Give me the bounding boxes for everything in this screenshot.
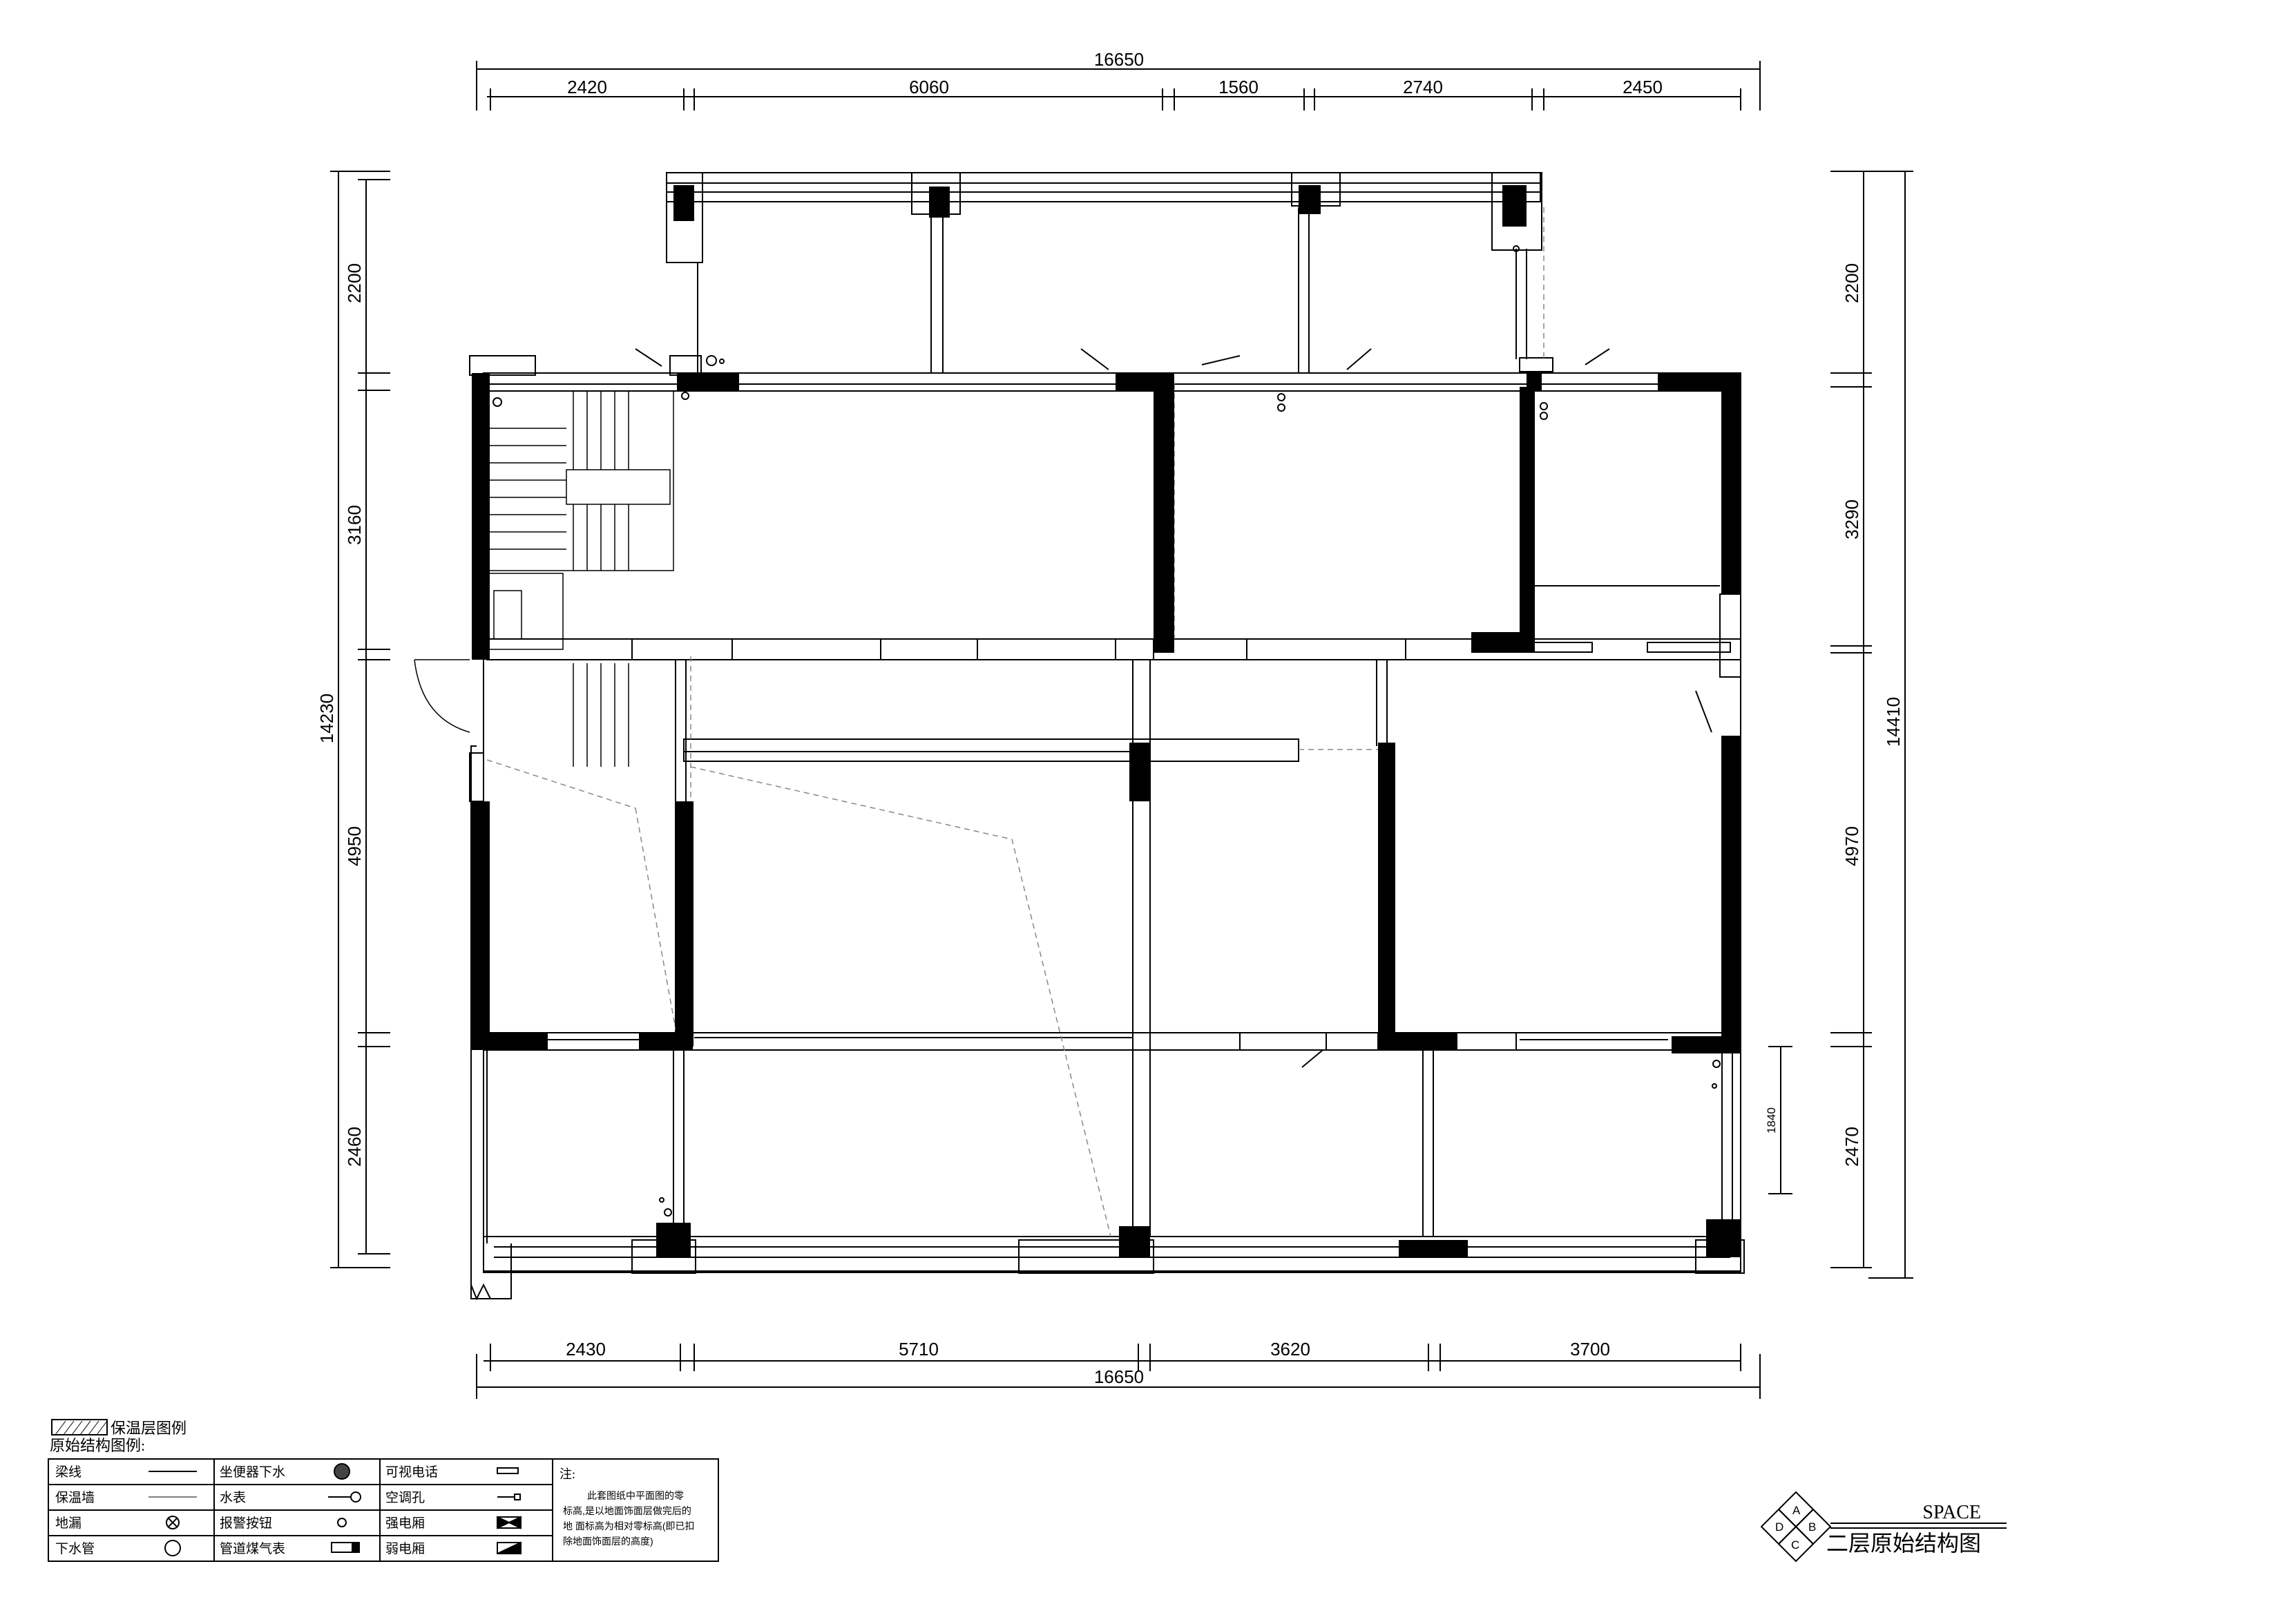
- insulation-swatch: [51, 1419, 108, 1435]
- brand-name: SPACE: [1922, 1502, 1981, 1523]
- ac-hole-icon: [497, 1494, 521, 1500]
- note-label: 注:: [559, 1467, 575, 1481]
- legend-r1-c2: 坐便器下水: [220, 1464, 285, 1480]
- dim-top-seg-3: 1560: [1218, 77, 1259, 97]
- legend-r3-c3: 强电厢: [385, 1516, 425, 1531]
- floor-drain-icon: [166, 1516, 180, 1529]
- dim-bottom-seg-3: 3620: [1270, 1339, 1310, 1359]
- logo-letter-d: D: [1775, 1520, 1783, 1534]
- title-block: A B C D SPACE 二层原始结构图: [1760, 1491, 2007, 1563]
- dim-top-seg-1: 2420: [567, 77, 607, 97]
- legend-r4-c1: 下水管: [55, 1541, 95, 1556]
- dim-right-seg-2: 3290: [1841, 499, 1862, 540]
- dim-left-seg-2: 3160: [344, 505, 365, 545]
- note-line-3: 地 面标高为相对零标高(即已扣: [563, 1520, 695, 1532]
- legend-r3-c2: 报警按钮: [220, 1516, 272, 1531]
- logo-letter-b: B: [1808, 1520, 1816, 1534]
- note-line-4: 除地面饰面层的高度): [563, 1536, 653, 1547]
- dim-top-seg-4: 2740: [1403, 77, 1443, 97]
- video-phone-icon: [497, 1467, 519, 1474]
- dim-right-total: 14410: [1883, 697, 1904, 747]
- dimension-texts: 16650 2420 6060 1560 2740 2450 2430 5710…: [316, 49, 1904, 1387]
- solid-walls: [472, 185, 1741, 1257]
- beam-lines: [486, 207, 1544, 1237]
- logo-diamond-icon: [1760, 1491, 2007, 1563]
- dim-bottom-seg-2: 5710: [899, 1339, 939, 1359]
- dim-top-total: 16650: [1094, 49, 1144, 70]
- structure-title: 原始结构图例:: [50, 1437, 145, 1454]
- dim-small-right: 1840: [1765, 1107, 1778, 1134]
- gas-meter-icon: [331, 1542, 360, 1553]
- dimension-lines: [330, 61, 1913, 1399]
- logo-letter-c: C: [1791, 1538, 1799, 1552]
- stairs: [486, 390, 674, 767]
- strong-box-icon: [497, 1516, 522, 1529]
- insulation-title: 保温层图例: [111, 1420, 186, 1437]
- logo-letter-a: A: [1792, 1504, 1801, 1517]
- legend-r1-c3: 可视电话: [385, 1464, 438, 1480]
- drain-pipe-icon: [164, 1540, 181, 1556]
- dim-bottom-seg-1: 2430: [566, 1339, 606, 1359]
- note-line-2: 标高,是以地面饰面层做完后的: [563, 1505, 691, 1516]
- dim-right-seg-3: 4970: [1841, 826, 1862, 866]
- drawing-title: 二层原始结构图: [1826, 1531, 1981, 1556]
- weak-box-icon: [497, 1541, 522, 1554]
- legend-r2-c2: 水表: [220, 1490, 246, 1505]
- water-meter-icon: [328, 1491, 361, 1502]
- legend-r3-c1: 地漏: [55, 1516, 82, 1531]
- thin-outlines: [469, 172, 1745, 1301]
- dim-bottom-seg-4: 3700: [1570, 1339, 1610, 1359]
- insulation-hatch: [55, 1420, 108, 1435]
- legend-r2-c1: 保温墙: [55, 1490, 95, 1505]
- dim-right-seg-4: 2470: [1841, 1127, 1862, 1167]
- dim-top-seg-2: 6060: [909, 77, 949, 97]
- dim-bottom-total: 16650: [1094, 1366, 1144, 1387]
- dim-left-total: 14230: [316, 694, 337, 743]
- dim-left-seg-1: 2200: [344, 263, 365, 303]
- dim-left-seg-4: 2460: [344, 1127, 365, 1167]
- dim-top-seg-5: 2450: [1623, 77, 1663, 97]
- dim-left-seg-3: 4950: [344, 826, 365, 866]
- note-line-1: 此套图纸中平面图的零: [587, 1490, 684, 1501]
- legend: 保温层图例 原始结构图例: 梁线 坐便器下水 可视电话 保温墙 水表 空调孔 地…: [48, 1419, 719, 1562]
- legend-r4-c2: 管道煤气表: [220, 1541, 285, 1556]
- legend-r1-c1: 梁线: [55, 1464, 82, 1480]
- dim-right-seg-1: 2200: [1841, 263, 1862, 303]
- legend-r4-c3: 弱电厢: [385, 1541, 425, 1556]
- fixtures: [492, 245, 1721, 1216]
- toilet-drain-icon: [334, 1463, 350, 1480]
- legend-r2-c3: 空调孔: [385, 1490, 425, 1505]
- door-swings: [414, 348, 1712, 1068]
- alarm-button-icon: [337, 1518, 347, 1527]
